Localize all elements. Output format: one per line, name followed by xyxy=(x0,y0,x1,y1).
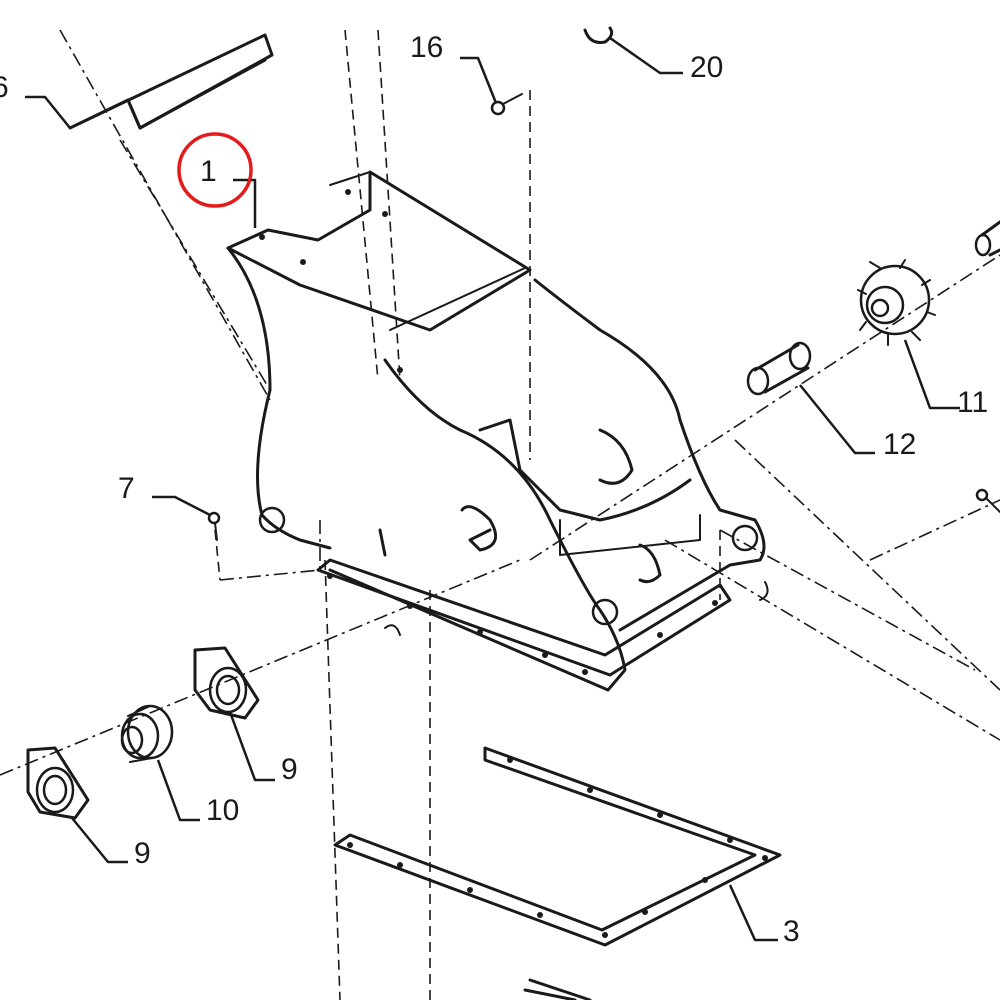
callout-label-12: 12 xyxy=(883,428,916,461)
callout-label-6: 6 xyxy=(0,71,9,104)
leader-11 xyxy=(903,339,960,410)
gasket-plate xyxy=(333,746,782,1000)
highlight-circle xyxy=(177,132,253,208)
assembly-centerlines xyxy=(0,29,1000,776)
bolt-part-7 xyxy=(207,511,221,541)
mount-hole xyxy=(258,506,286,534)
leader-20 xyxy=(609,36,683,75)
callout-labels: 1 3 6 7 9 9 10 11 12 16 20 xyxy=(0,31,988,948)
main-frame-housing xyxy=(226,170,769,692)
callout-label-3: 3 xyxy=(783,915,800,948)
bolt-part-16 xyxy=(490,93,523,116)
leader-1 xyxy=(233,178,257,228)
callout-label-7: 7 xyxy=(118,472,135,505)
bushing-far-right xyxy=(974,220,1000,257)
mount-hole xyxy=(731,524,759,552)
flange-bearing-lower xyxy=(26,746,90,820)
clip-part-20 xyxy=(583,26,614,44)
sprocket-part xyxy=(857,259,936,346)
mount-hole xyxy=(591,598,619,626)
callout-label-20: 20 xyxy=(690,51,723,84)
pulley-part xyxy=(120,704,174,763)
leader-3 xyxy=(728,884,778,942)
callout-label-1: 1 xyxy=(200,155,217,188)
callout-label-9-upper: 9 xyxy=(281,753,298,786)
callout-label-16: 16 xyxy=(410,31,443,64)
leader-12 xyxy=(799,384,875,455)
callout-label-9-lower: 9 xyxy=(134,837,151,870)
leader-9-lower xyxy=(71,817,128,864)
leader-16 xyxy=(460,56,498,104)
bolt-right-edge xyxy=(975,488,1000,513)
bushing-part xyxy=(746,341,812,396)
flange-bearing-upper xyxy=(193,646,260,720)
leader-9-upper xyxy=(228,711,275,782)
angle-bracket-part xyxy=(68,33,274,130)
assembly-dashlines xyxy=(214,29,721,1000)
leader-7 xyxy=(152,495,211,517)
callout-label-10: 10 xyxy=(206,794,239,827)
callout-label-11: 11 xyxy=(957,386,988,419)
leader-6 xyxy=(25,95,71,129)
leader-lines xyxy=(25,36,960,942)
leader-10 xyxy=(156,759,200,822)
